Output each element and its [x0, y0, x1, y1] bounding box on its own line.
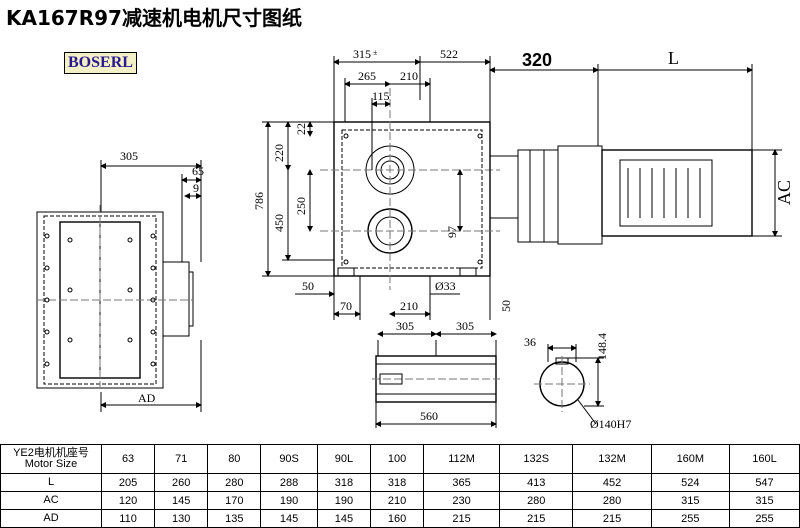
table-cell: 210 [369, 491, 425, 510]
dim-115: 115 [372, 89, 390, 103]
page-title: KA167R97减速机电机尺寸图纸 [6, 6, 302, 30]
table-cell: 260 [154, 473, 209, 492]
table-cell: 130 [154, 509, 209, 528]
column-header: 90S [260, 444, 318, 474]
column-header: 63 [100, 444, 156, 474]
dim-560: 560 [420, 409, 438, 423]
header-label-en: Motor Size [24, 458, 78, 470]
table-cell: 215 [572, 509, 652, 528]
motor-flange [517, 149, 559, 243]
dim-L: L [668, 48, 679, 68]
reducer-adapter [489, 155, 519, 219]
dim-210-top: 210 [400, 69, 418, 83]
table-cell: 160 [369, 509, 425, 528]
column-header: 80 [207, 444, 262, 474]
dim-9: 9 [193, 181, 199, 195]
dim-phi33: Ø33 [435, 279, 456, 293]
table-cell: 120 [100, 491, 156, 510]
table-cell: 547 [728, 473, 800, 492]
dim-522: 522 [440, 47, 458, 61]
dim-22: 22 [294, 123, 308, 135]
table-cell: 145 [316, 509, 371, 528]
table-cell: 280 [572, 491, 652, 510]
dim-305-a: 305 [396, 319, 414, 333]
dim-320: 320 [522, 50, 552, 70]
dim-AC: AC [774, 180, 794, 205]
row-label: L [0, 473, 102, 492]
column-header: 132M [572, 444, 652, 474]
table-cell: 215 [499, 509, 574, 528]
table-cell: 413 [499, 473, 574, 492]
dim-70: 70 [340, 299, 352, 313]
table-cell: 452 [572, 473, 652, 492]
dim-786: 786 [252, 192, 266, 210]
table-cell: 318 [316, 473, 371, 492]
dim-148-4: 148.4 [595, 333, 609, 360]
dim-50-left: 50 [302, 279, 314, 293]
dim-315-tolerance: ± [373, 48, 378, 57]
dim-450: 450 [272, 214, 286, 232]
dim-50-right: 50 [499, 300, 513, 312]
keyway-section-view [534, 344, 604, 425]
column-header: 160L [728, 444, 800, 474]
dim-65: 65 [192, 164, 204, 178]
dim-36: 36 [524, 335, 536, 349]
shaft-section-view [372, 331, 500, 428]
table-cell: 215 [423, 509, 501, 528]
dim-210-bottom: 210 [400, 299, 418, 313]
dim-220: 220 [272, 144, 286, 162]
table-cell: 135 [207, 509, 262, 528]
motor-body [601, 149, 753, 237]
table-cell: 524 [650, 473, 730, 492]
column-header: 71 [154, 444, 209, 474]
dim-315: 315 [353, 47, 371, 61]
motor-view [489, 64, 782, 245]
table-cell: 315 [728, 491, 800, 510]
header-label-cn: YE2电机机座号 [13, 447, 89, 459]
terminal-box [619, 159, 713, 227]
dim-ad-left: AD [138, 391, 156, 405]
table-cell: 110 [100, 509, 156, 528]
table-cell: 365 [423, 473, 501, 492]
column-header: 100 [369, 444, 425, 474]
table-cell: 280 [207, 473, 262, 492]
table-cell: 190 [316, 491, 371, 510]
column-header: 132S [499, 444, 574, 474]
column-header: 112M [423, 444, 501, 474]
dim-305-left: 305 [120, 149, 138, 163]
table-cell: 315 [650, 491, 730, 510]
motor-intermediate [557, 145, 603, 245]
side-view-shaft-flange [162, 261, 190, 337]
column-header: 160M [650, 444, 730, 474]
dim-phi140h7: Ø140H7 [590, 417, 631, 431]
row-label: AC [0, 491, 102, 510]
table-cell: 205 [100, 473, 156, 492]
dim-97: 97 [445, 226, 459, 238]
table-cell: 145 [260, 509, 318, 528]
dim-265: 265 [358, 69, 376, 83]
row-label: AD [0, 509, 102, 528]
column-header: 90L [316, 444, 371, 474]
gearbox-housing [333, 121, 491, 277]
table-cell: 230 [423, 491, 501, 510]
dim-305-b: 305 [456, 319, 474, 333]
table-cell: 170 [207, 491, 262, 510]
table-cell: 318 [369, 473, 425, 492]
brand-logo: BOSERL [64, 52, 137, 74]
table-cell: 255 [728, 509, 800, 528]
table-cell: 190 [260, 491, 318, 510]
table-cell: 145 [154, 491, 209, 510]
table-cell: 288 [260, 473, 318, 492]
technical-drawing: 305 65 9 AD [36, 47, 794, 431]
table-cell: 280 [499, 491, 574, 510]
side-view [36, 160, 202, 412]
table-cell: 255 [650, 509, 730, 528]
dim-250: 250 [294, 197, 308, 215]
